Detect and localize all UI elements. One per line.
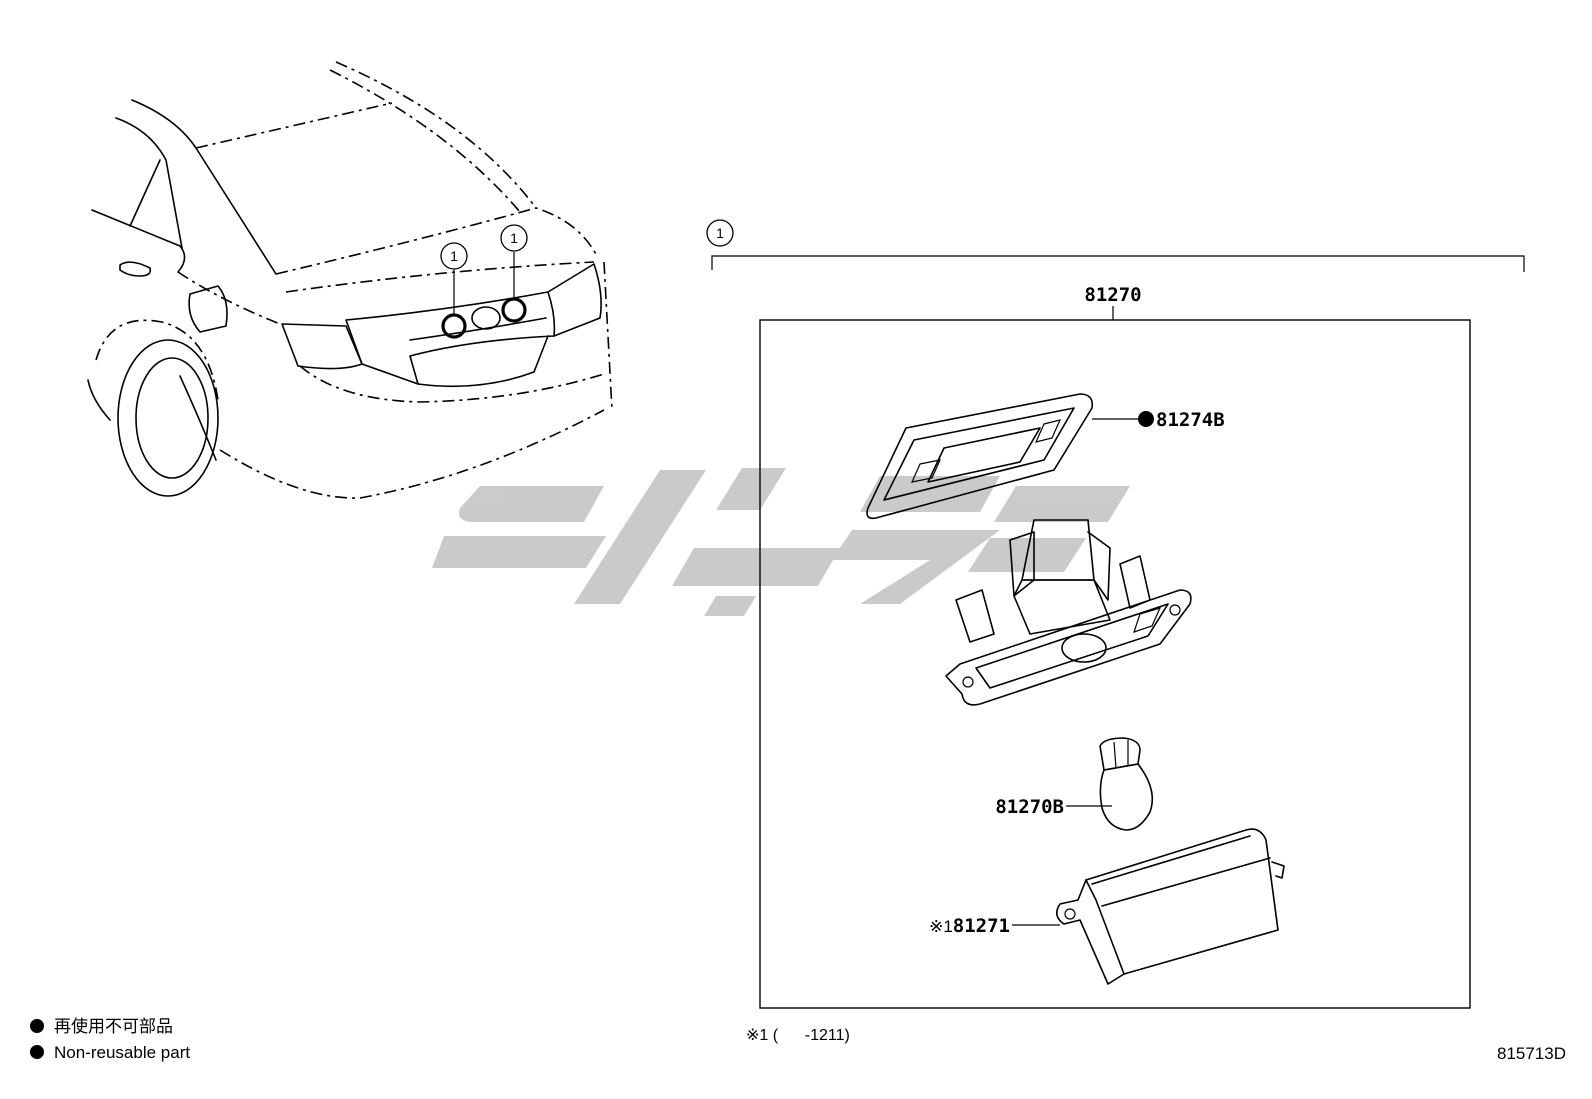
license-lamp-right (501, 297, 527, 323)
lens-note-prefix: ※1 (929, 917, 953, 936)
assembly-bracket: 1 81270 (706, 219, 1525, 1009)
callout-number-left: 1 (450, 248, 458, 264)
filled-circle-icon (30, 1019, 44, 1033)
lamp-housing-part (945, 519, 1192, 706)
legend-item-japanese: 再使用不可部品 (30, 1017, 173, 1037)
callout-number-right: 1 (510, 230, 518, 246)
figure-id: 815713D (1496, 1044, 1566, 1063)
car-rear-illustration: 1 1 (87, 61, 613, 499)
legend-item-english: Non-reusable part (30, 1043, 190, 1063)
applicability-note: ※1 ( -1211) (746, 1027, 850, 1044)
filled-circle-icon (30, 1045, 44, 1059)
legend-text-japanese: 再使用不可部品 (54, 1017, 173, 1036)
non-reusable-marker (1138, 411, 1154, 427)
lens-part-number: 81271 (953, 915, 1010, 937)
gasket-part-number: 81274B (1156, 409, 1225, 431)
legend-text-english: Non-reusable part (54, 1043, 191, 1062)
lens-part-label: ※181271 (929, 915, 1010, 937)
assembly-callout-number: 1 (716, 225, 724, 241)
bulb-part: 81270B (995, 737, 1154, 831)
gasket-part: 81274B (866, 393, 1225, 520)
assembly-part-number: 81270 (1084, 284, 1141, 306)
lens-part: ※181271 (929, 828, 1285, 985)
bulb-part-number: 81270B (995, 796, 1064, 818)
watermark-logo (432, 468, 1130, 616)
assembly-box (759, 319, 1471, 1009)
